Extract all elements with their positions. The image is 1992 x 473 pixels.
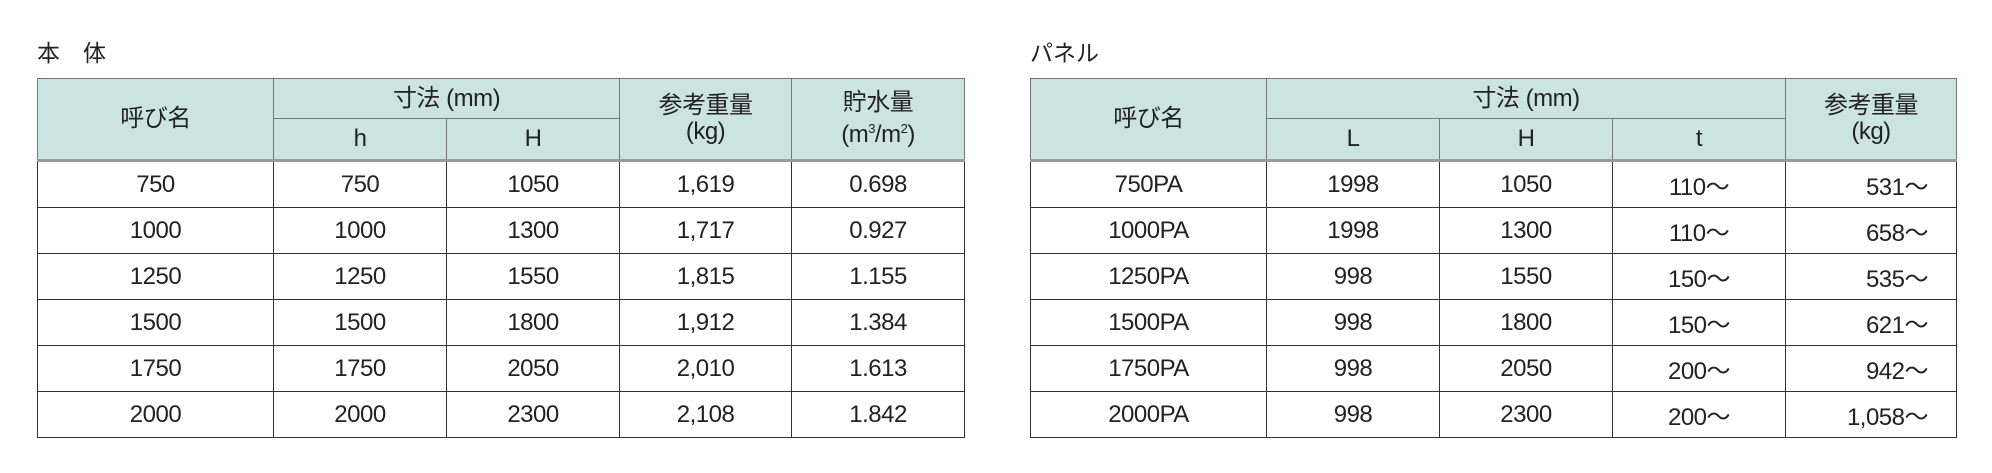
table-cell: 998 [1266, 253, 1440, 300]
header-t: t [1612, 118, 1786, 161]
header-dims: 寸法 (mm) [272, 78, 621, 119]
header-weight: 参考重量(kg) [619, 78, 793, 161]
table-cell: 2300 [1439, 391, 1613, 438]
table-cell: 1050 [445, 160, 621, 208]
table-cell: 750PA [1030, 160, 1267, 208]
table-cell: 2000 [37, 391, 274, 438]
header-weight: 参考重量(kg) [1785, 78, 1957, 161]
table-cell: 998 [1266, 345, 1440, 392]
table-cell: 2300 [445, 391, 621, 438]
table-cell: 1,912 [619, 299, 793, 346]
table-cell: 110〜 [1612, 160, 1786, 208]
table-cell: 1000 [37, 207, 274, 254]
table-cell: 1500 [37, 299, 274, 346]
header-name: 呼び名 [1030, 78, 1267, 161]
table-cell: 0.927 [791, 207, 966, 254]
header-dims: 寸法 (mm) [1266, 78, 1786, 119]
table-cell: 200〜 [1612, 345, 1786, 392]
table-cell: 1550 [445, 253, 621, 300]
body-section-title: 本 体 [37, 40, 106, 66]
table-cell: 2000 [273, 391, 447, 438]
table-cell: 1,058〜 [1785, 391, 1957, 438]
table-cell: 942〜 [1785, 345, 1957, 392]
table-cell: 998 [1266, 391, 1440, 438]
table-cell: 750 [37, 160, 274, 208]
panel-section-title: パネル [1030, 40, 1099, 66]
table-cell: 750 [273, 160, 447, 208]
header-h: h [273, 118, 447, 161]
table-cell: 531〜 [1785, 160, 1957, 208]
table-cell: 1250 [273, 253, 447, 300]
table-cell: 1050 [1439, 160, 1613, 208]
table-cell: 658〜 [1785, 207, 1957, 254]
table-cell: 1500PA [1030, 299, 1267, 346]
table-cell: 621〜 [1785, 299, 1957, 346]
table-cell: 1250 [37, 253, 274, 300]
table-cell: 0.698 [791, 160, 966, 208]
table-cell: 150〜 [1612, 253, 1786, 300]
table-cell: 1000 [273, 207, 447, 254]
table-cell: 200〜 [1612, 391, 1786, 438]
table-cell: 1998 [1266, 207, 1440, 254]
table-cell: 2050 [445, 345, 621, 392]
table-cell: 1,815 [619, 253, 793, 300]
table-cell: 2000PA [1030, 391, 1267, 438]
table-cell: 1300 [445, 207, 621, 254]
table-cell: 150〜 [1612, 299, 1786, 346]
table-cell: 1750 [273, 345, 447, 392]
table-cell: 1750PA [1030, 345, 1267, 392]
header-L: L [1266, 118, 1440, 161]
header-name: 呼び名 [37, 78, 274, 161]
table-cell: 1.155 [791, 253, 966, 300]
table-cell: 1250PA [1030, 253, 1267, 300]
table-cell: 1.842 [791, 391, 966, 438]
table-cell: 2,010 [619, 345, 793, 392]
header-H: H [1439, 118, 1613, 161]
table-cell: 1800 [1439, 299, 1613, 346]
table-cell: 1750 [37, 345, 274, 392]
header-water: 貯水量(m3/m2) [791, 78, 966, 161]
table-cell: 110〜 [1612, 207, 1786, 254]
header-H: H [445, 118, 621, 161]
table-cell: 2,108 [619, 391, 793, 438]
table-cell: 1000PA [1030, 207, 1267, 254]
table-cell: 1.384 [791, 299, 966, 346]
table-cell: 1.613 [791, 345, 966, 392]
table-cell: 1,619 [619, 160, 793, 208]
table-cell: 1500 [273, 299, 447, 346]
table-cell: 2050 [1439, 345, 1613, 392]
table-cell: 1,717 [619, 207, 793, 254]
table-cell: 535〜 [1785, 253, 1957, 300]
table-cell: 1300 [1439, 207, 1613, 254]
table-cell: 1550 [1439, 253, 1613, 300]
table-cell: 1998 [1266, 160, 1440, 208]
table-cell: 998 [1266, 299, 1440, 346]
table-cell: 1800 [445, 299, 621, 346]
